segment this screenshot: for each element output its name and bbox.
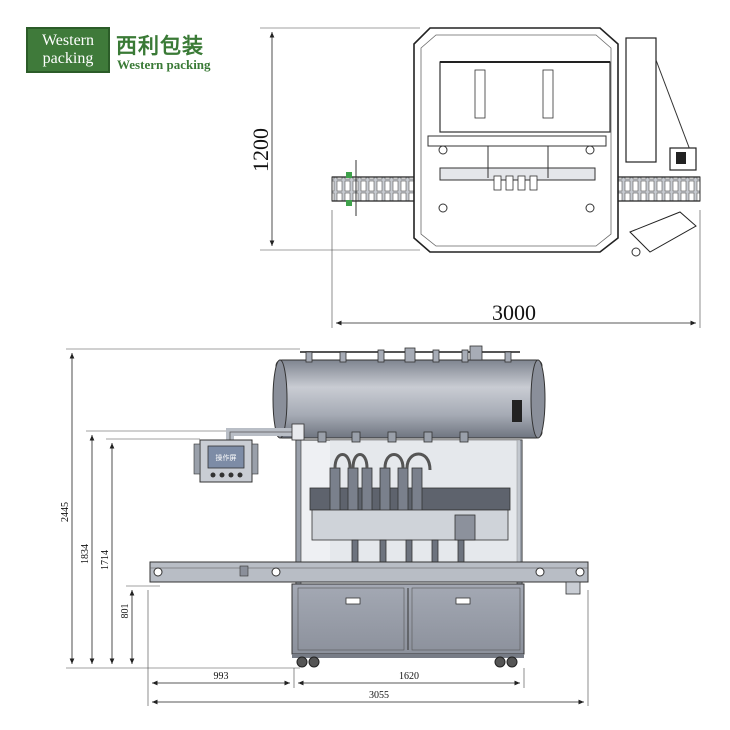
- cabinet-handle-right[interactable]: [455, 597, 471, 605]
- dimension-left-extent-label: 993: [214, 671, 229, 682]
- top-view: 1200 3000: [248, 27, 701, 328]
- dimension-overall-length-label: 3055: [369, 690, 389, 701]
- front-view: 2445 1834 1714 801 993 1620 3055: [60, 345, 589, 706]
- cabinet-handle-left[interactable]: [345, 597, 361, 605]
- base-cabinet: [291, 583, 525, 668]
- filling-tank: [272, 345, 546, 443]
- brand-name-chinese: 西利包装: [116, 34, 204, 58]
- panel-button-3[interactable]: [228, 472, 234, 478]
- filling-heads: [309, 452, 511, 565]
- dimension-panel-height-label: 1714: [100, 550, 111, 570]
- top-control-box: [625, 37, 657, 163]
- dimension-length: 3000: [331, 210, 701, 328]
- dimension-depth: 1200: [248, 27, 420, 251]
- control-panel: 操作屏: [193, 439, 259, 483]
- dimension-conveyor-height-label: 801: [120, 604, 131, 619]
- dimension-cabinet-width-label: 1620: [399, 671, 419, 682]
- touch-screen[interactable]: [207, 445, 245, 469]
- panel-button-1[interactable]: [210, 472, 216, 478]
- dimension-length-label: 3000: [492, 300, 536, 325]
- brand-name-english: Western packing: [117, 57, 211, 72]
- panel-button-2[interactable]: [219, 472, 225, 478]
- logo-text-line2: packing: [42, 50, 94, 67]
- front-conveyor: [149, 561, 589, 595]
- logo-text-line1: Western: [41, 32, 95, 49]
- logo: Western packing: [26, 27, 110, 73]
- top-tank: [439, 61, 611, 133]
- dimension-depth-label: 1200: [248, 128, 273, 172]
- panel-button-4[interactable]: [237, 472, 243, 478]
- dimension-overall-height-label: 2445: [60, 502, 71, 522]
- touch-screen-label: 操作屏: [216, 453, 237, 462]
- dimension-frame-height-label: 1834: [80, 544, 91, 564]
